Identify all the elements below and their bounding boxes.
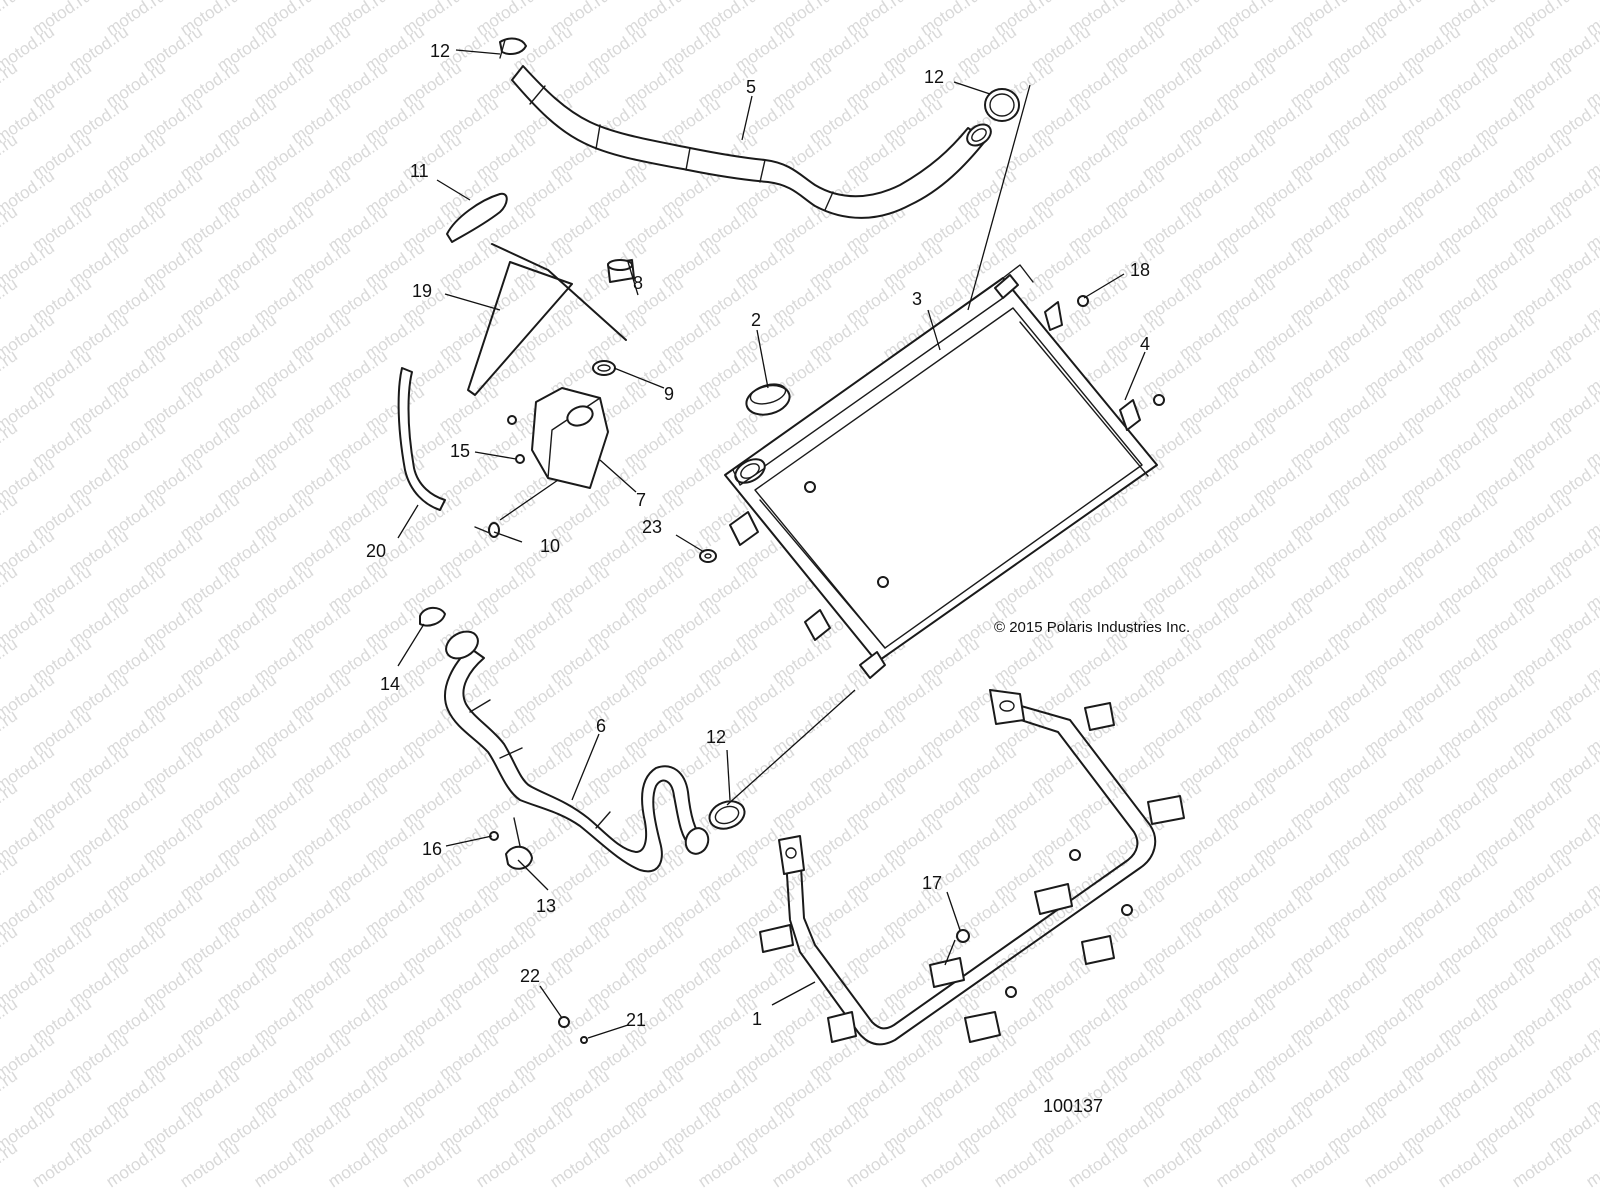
callout-2: 2: [751, 310, 761, 330]
watermark-text: motod.ru: [769, 1138, 835, 1191]
frame-screw: [580, 1036, 588, 1044]
watermark-text: motod.ru: [0, 0, 21, 39]
callout-18: 18: [1130, 260, 1150, 280]
watermark-text: motod.ru: [0, 274, 21, 327]
callout-7: 7: [636, 490, 646, 510]
callout-5: 5: [746, 77, 756, 97]
watermark-text: motod.ru: [695, 1138, 761, 1191]
hose-clamp-upper-right: [984, 88, 1020, 122]
watermark-text: motod.ru: [0, 850, 21, 903]
figure-number: 100137: [1043, 1096, 1103, 1116]
watermark-text: motod.ru: [1583, 1138, 1600, 1191]
watermark-text: motod.ru: [0, 1138, 21, 1191]
callout-16: 16: [422, 839, 442, 859]
callout-8: 8: [633, 273, 643, 293]
watermark-text: motod.ru: [1509, 1138, 1575, 1191]
watermark-text: motod.ru: [1435, 1138, 1501, 1191]
callout-15: 15: [450, 441, 470, 461]
callout-12-upper-right: 12: [924, 67, 944, 87]
o-ring: [592, 360, 616, 376]
washer: [699, 549, 717, 563]
callout-3: 3: [912, 289, 922, 309]
watermark-text: motod.ru: [1139, 1138, 1205, 1191]
callout-21: 21: [626, 1010, 646, 1030]
copyright-notice: © 2015 Polaris Industries Inc.: [994, 619, 1190, 636]
watermark-text: motod.ru: [547, 1138, 613, 1191]
callout-20: 20: [366, 541, 386, 561]
watermark-text: motod.ru: [473, 1138, 539, 1191]
watermark-text: motod.ru: [29, 1138, 95, 1191]
watermark-text: motod.ru: [1287, 1138, 1353, 1191]
hose-clamp-small: [419, 606, 446, 627]
watermark-text: motod.ru: [399, 1138, 465, 1191]
watermark-text: motod.ru: [0, 490, 21, 543]
watermark-text: motod.ru: [0, 1066, 21, 1119]
watermark-text: motod.ru: [991, 1138, 1057, 1191]
callout-12-upper-left: 12: [430, 41, 450, 61]
watermark-text: motod.ru: [1065, 1138, 1131, 1191]
watermark-text: motod.ru: [0, 706, 21, 759]
watermark-text: motod.ru: [621, 1138, 687, 1191]
frame-lock-nut: [558, 1016, 570, 1028]
watermark-text: motod.ru: [251, 1138, 317, 1191]
callout-9: 9: [664, 384, 674, 404]
watermark-text: motod.ru: [325, 1138, 391, 1191]
callout-13: 13: [536, 896, 556, 916]
watermark-text: motod.ru: [0, 994, 21, 1047]
watermark-text: motod.ru: [0, 634, 21, 687]
watermark-text: motod.ru: [0, 202, 21, 255]
callout-6: 6: [596, 716, 606, 736]
watermark-text: motod.ru: [103, 1138, 169, 1191]
callout-17: 17: [922, 873, 942, 893]
watermark-text: motod.ru: [843, 1138, 909, 1191]
callout-19: 19: [412, 281, 432, 301]
callout-4: 4: [1140, 334, 1150, 354]
watermark-text: motod.ru: [0, 346, 21, 399]
callout-12-lower: 12: [706, 727, 726, 747]
watermark-text: motod.ru: [1213, 1138, 1279, 1191]
callout-10: 10: [540, 536, 560, 556]
watermark-text: motod.ru: [0, 58, 21, 111]
callout-22: 22: [520, 966, 540, 986]
watermark-text: motod.ru: [0, 418, 21, 471]
callout-14: 14: [380, 674, 400, 694]
callout-11: 11: [410, 161, 429, 181]
callout-1: 1: [752, 1009, 762, 1029]
watermark-text: motod.ru: [0, 130, 21, 183]
watermark-text: motod.ru: [177, 1138, 243, 1191]
watermark-text: motod.ru: [1361, 1138, 1427, 1191]
watermark-text: motod.ru: [0, 562, 21, 615]
watermark-text: motod.ru: [0, 778, 21, 831]
watermark-text: motod.ru: [0, 922, 21, 975]
frame-nut: [956, 929, 970, 943]
callout-23: 23: [642, 517, 662, 537]
watermark-text: motod.ru: [917, 1138, 983, 1191]
